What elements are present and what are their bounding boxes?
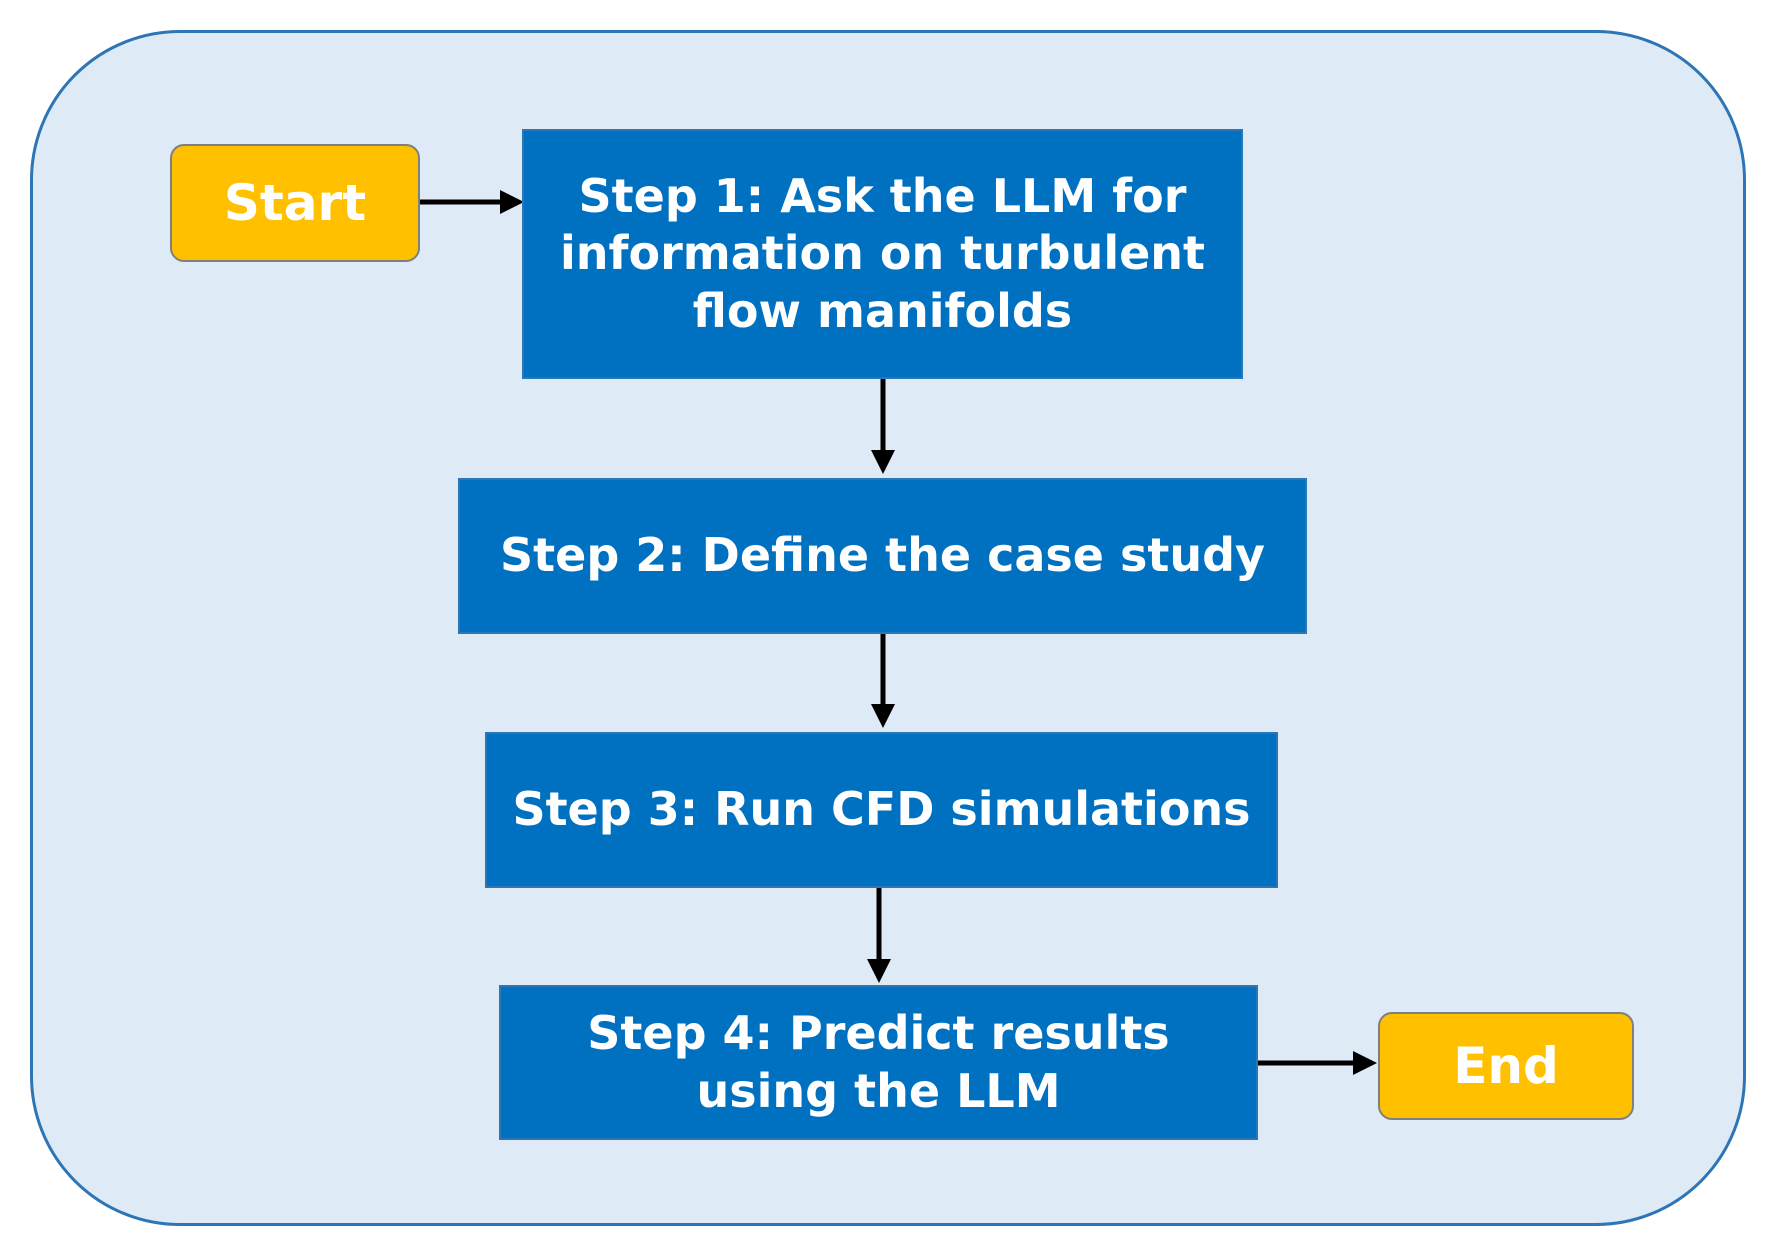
step-3-box: Step 3: Run CFD simulations	[485, 732, 1278, 888]
start-label: Start	[223, 173, 367, 232]
arrow-start-to-step1	[419, 190, 524, 214]
step-2-label: Step 2: Define the case study	[500, 528, 1265, 583]
step-4-label: Step 4: Predict results using the LLM	[587, 1006, 1170, 1118]
start-node: Start	[170, 144, 420, 262]
arrow-step1-to-step2	[871, 378, 895, 474]
step-4-box: Step 4: Predict results using the LLM	[499, 985, 1258, 1140]
step-1-box: Step 1: Ask the LLM for information on t…	[522, 129, 1243, 379]
arrow-step4-to-end	[1256, 1051, 1377, 1075]
arrow-step3-to-step4	[867, 886, 891, 983]
step-3-label: Step 3: Run CFD simulations	[512, 782, 1251, 837]
arrow-step2-to-step3	[871, 632, 895, 728]
step-2-box: Step 2: Define the case study	[458, 478, 1307, 634]
step-1-label: Step 1: Ask the LLM for information on t…	[559, 168, 1206, 338]
end-label: End	[1453, 1036, 1559, 1095]
end-node: End	[1378, 1012, 1634, 1120]
